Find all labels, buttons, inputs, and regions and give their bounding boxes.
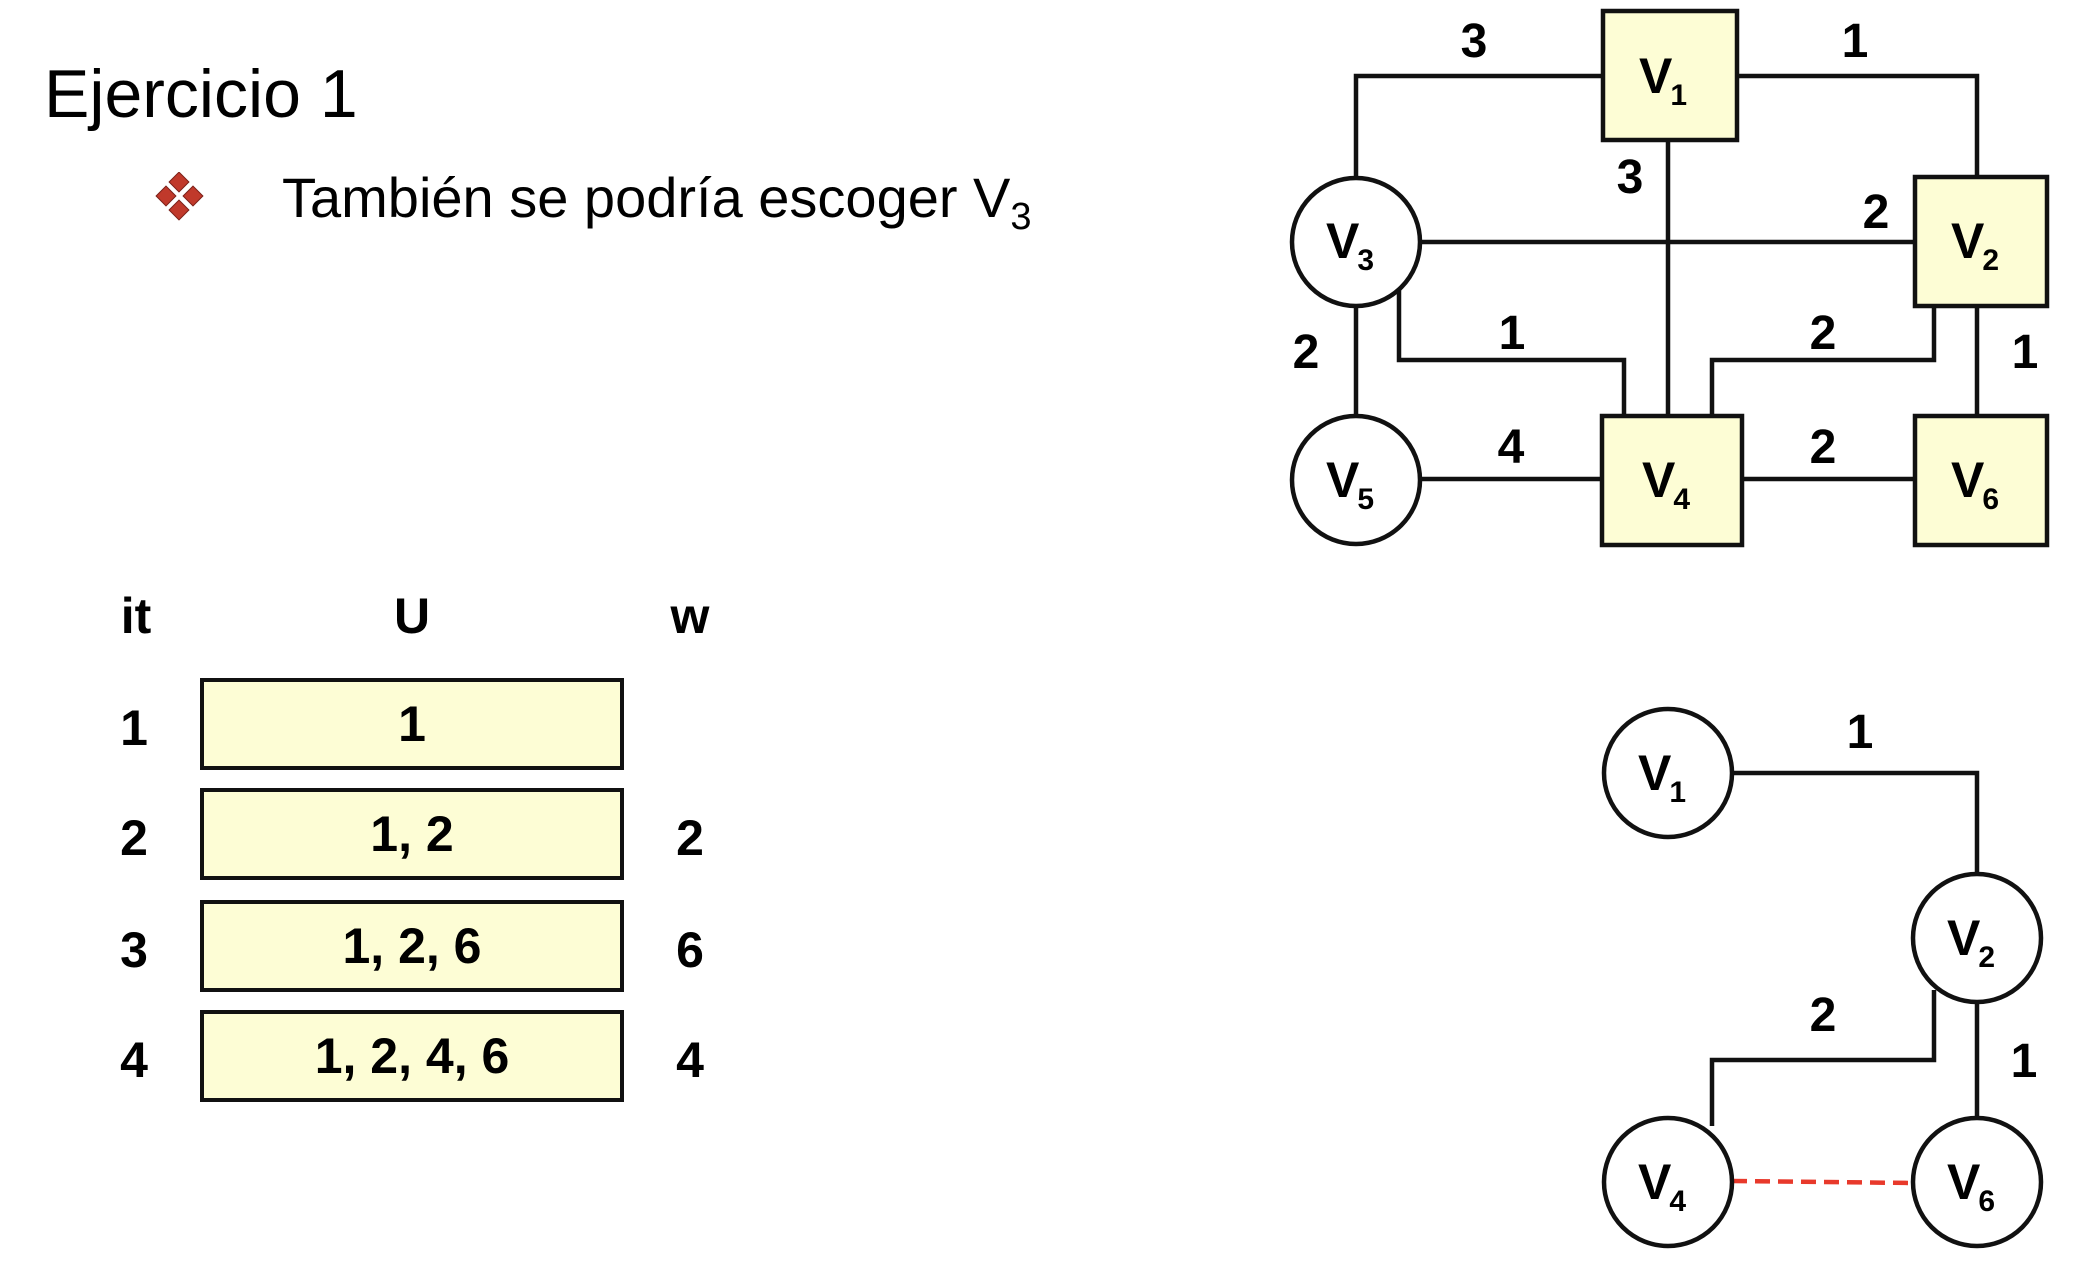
node-v6-square [1912,413,2050,548]
edge-v3-v4 [1396,279,1627,416]
weight-v3-v4: 1 [1499,307,1526,360]
tree-node-v2 [1910,871,2044,1005]
node-v5-circle [1289,413,1423,547]
weight-v1-v2: 1 [1842,15,1869,68]
tree-node-v6-label: V6 [1947,1154,1995,1218]
tree-node-v2-label: V2 [1947,910,1995,974]
row-2-u-box: 1, 2 [200,788,624,880]
row-1-u: 1 [398,696,426,752]
slide-title: Ejercicio 1 [44,56,358,132]
node-v3-label: V3 [1326,213,1374,277]
weight-v1-v3: 3 [1461,15,1488,68]
row-2-it: 2 [120,810,148,866]
weight-v5-v4: 4 [1498,421,1525,474]
node-v2-square [1912,174,2050,309]
tree-edge-v4-v6-dashed [1731,1178,1914,1186]
weight-v3-v2: 2 [1863,186,1890,239]
header-u: U [393,588,431,644]
header-w: w [670,588,710,644]
tree-node-v1-label: V1 [1638,745,1686,809]
tree-edge-v1-v2 [1732,770,1980,874]
tree-node-v4 [1601,1115,1735,1249]
tree-node-v6 [1910,1115,2044,1249]
tree-weight-v2-v4: 2 [1810,989,1837,1042]
row-3-u-box: 1, 2, 6 [200,900,624,992]
weight-v2-v6: 1 [2012,326,2039,379]
node-v6-label: V6 [1951,452,1999,516]
node-v1-square [1600,8,1740,143]
weight-v1-v4: 3 [1617,151,1644,204]
node-v2-label: V2 [1951,213,1999,277]
node-v3-circle [1289,175,1423,309]
bullet-text: También se podría escoger V3 [282,170,1032,238]
row-3-w: 6 [676,922,704,978]
header-it: it [120,588,152,644]
tree-node-v4-label: V4 [1638,1154,1686,1218]
row-4-it: 4 [120,1032,148,1088]
row-2-u: 1, 2 [370,806,454,862]
node-v4-label: V4 [1642,452,1690,516]
row-3-u: 1, 2, 6 [342,918,482,974]
edge-v2-v4 [1709,306,1937,416]
row-4-w: 4 [676,1032,704,1088]
edge-v1-v2 [1737,73,1980,177]
row-4-u: 1, 2, 4, 6 [314,1028,510,1084]
tree-node-v1 [1601,706,1735,840]
node-v1-label: V1 [1639,48,1687,112]
node-v5-label: V5 [1326,452,1374,516]
row-2-w: 2 [676,810,704,866]
row-1-it: 1 [120,700,148,756]
bullet-main-text: También se podría escoger V [282,166,1011,229]
tree-weight-v2-v6: 1 [2011,1035,2038,1088]
weight-v2-v4: 2 [1810,307,1837,360]
row-3-it: 3 [120,922,148,978]
weight-v3-v5: 2 [1293,326,1320,379]
tree-weight-v1-v2: 1 [1847,706,1874,759]
row-4-u-box: 1, 2, 4, 6 [200,1010,624,1102]
diamond-cluster-icon [155,172,204,221]
row-1-u-box: 1 [200,678,624,770]
bullet-subscript: 3 [1010,196,1032,238]
edge-v1-v3 [1353,73,1603,178]
tree-edge-v2-v4 [1709,990,1937,1126]
node-v4-square [1599,413,1745,548]
weight-v4-v6: 2 [1810,421,1837,474]
